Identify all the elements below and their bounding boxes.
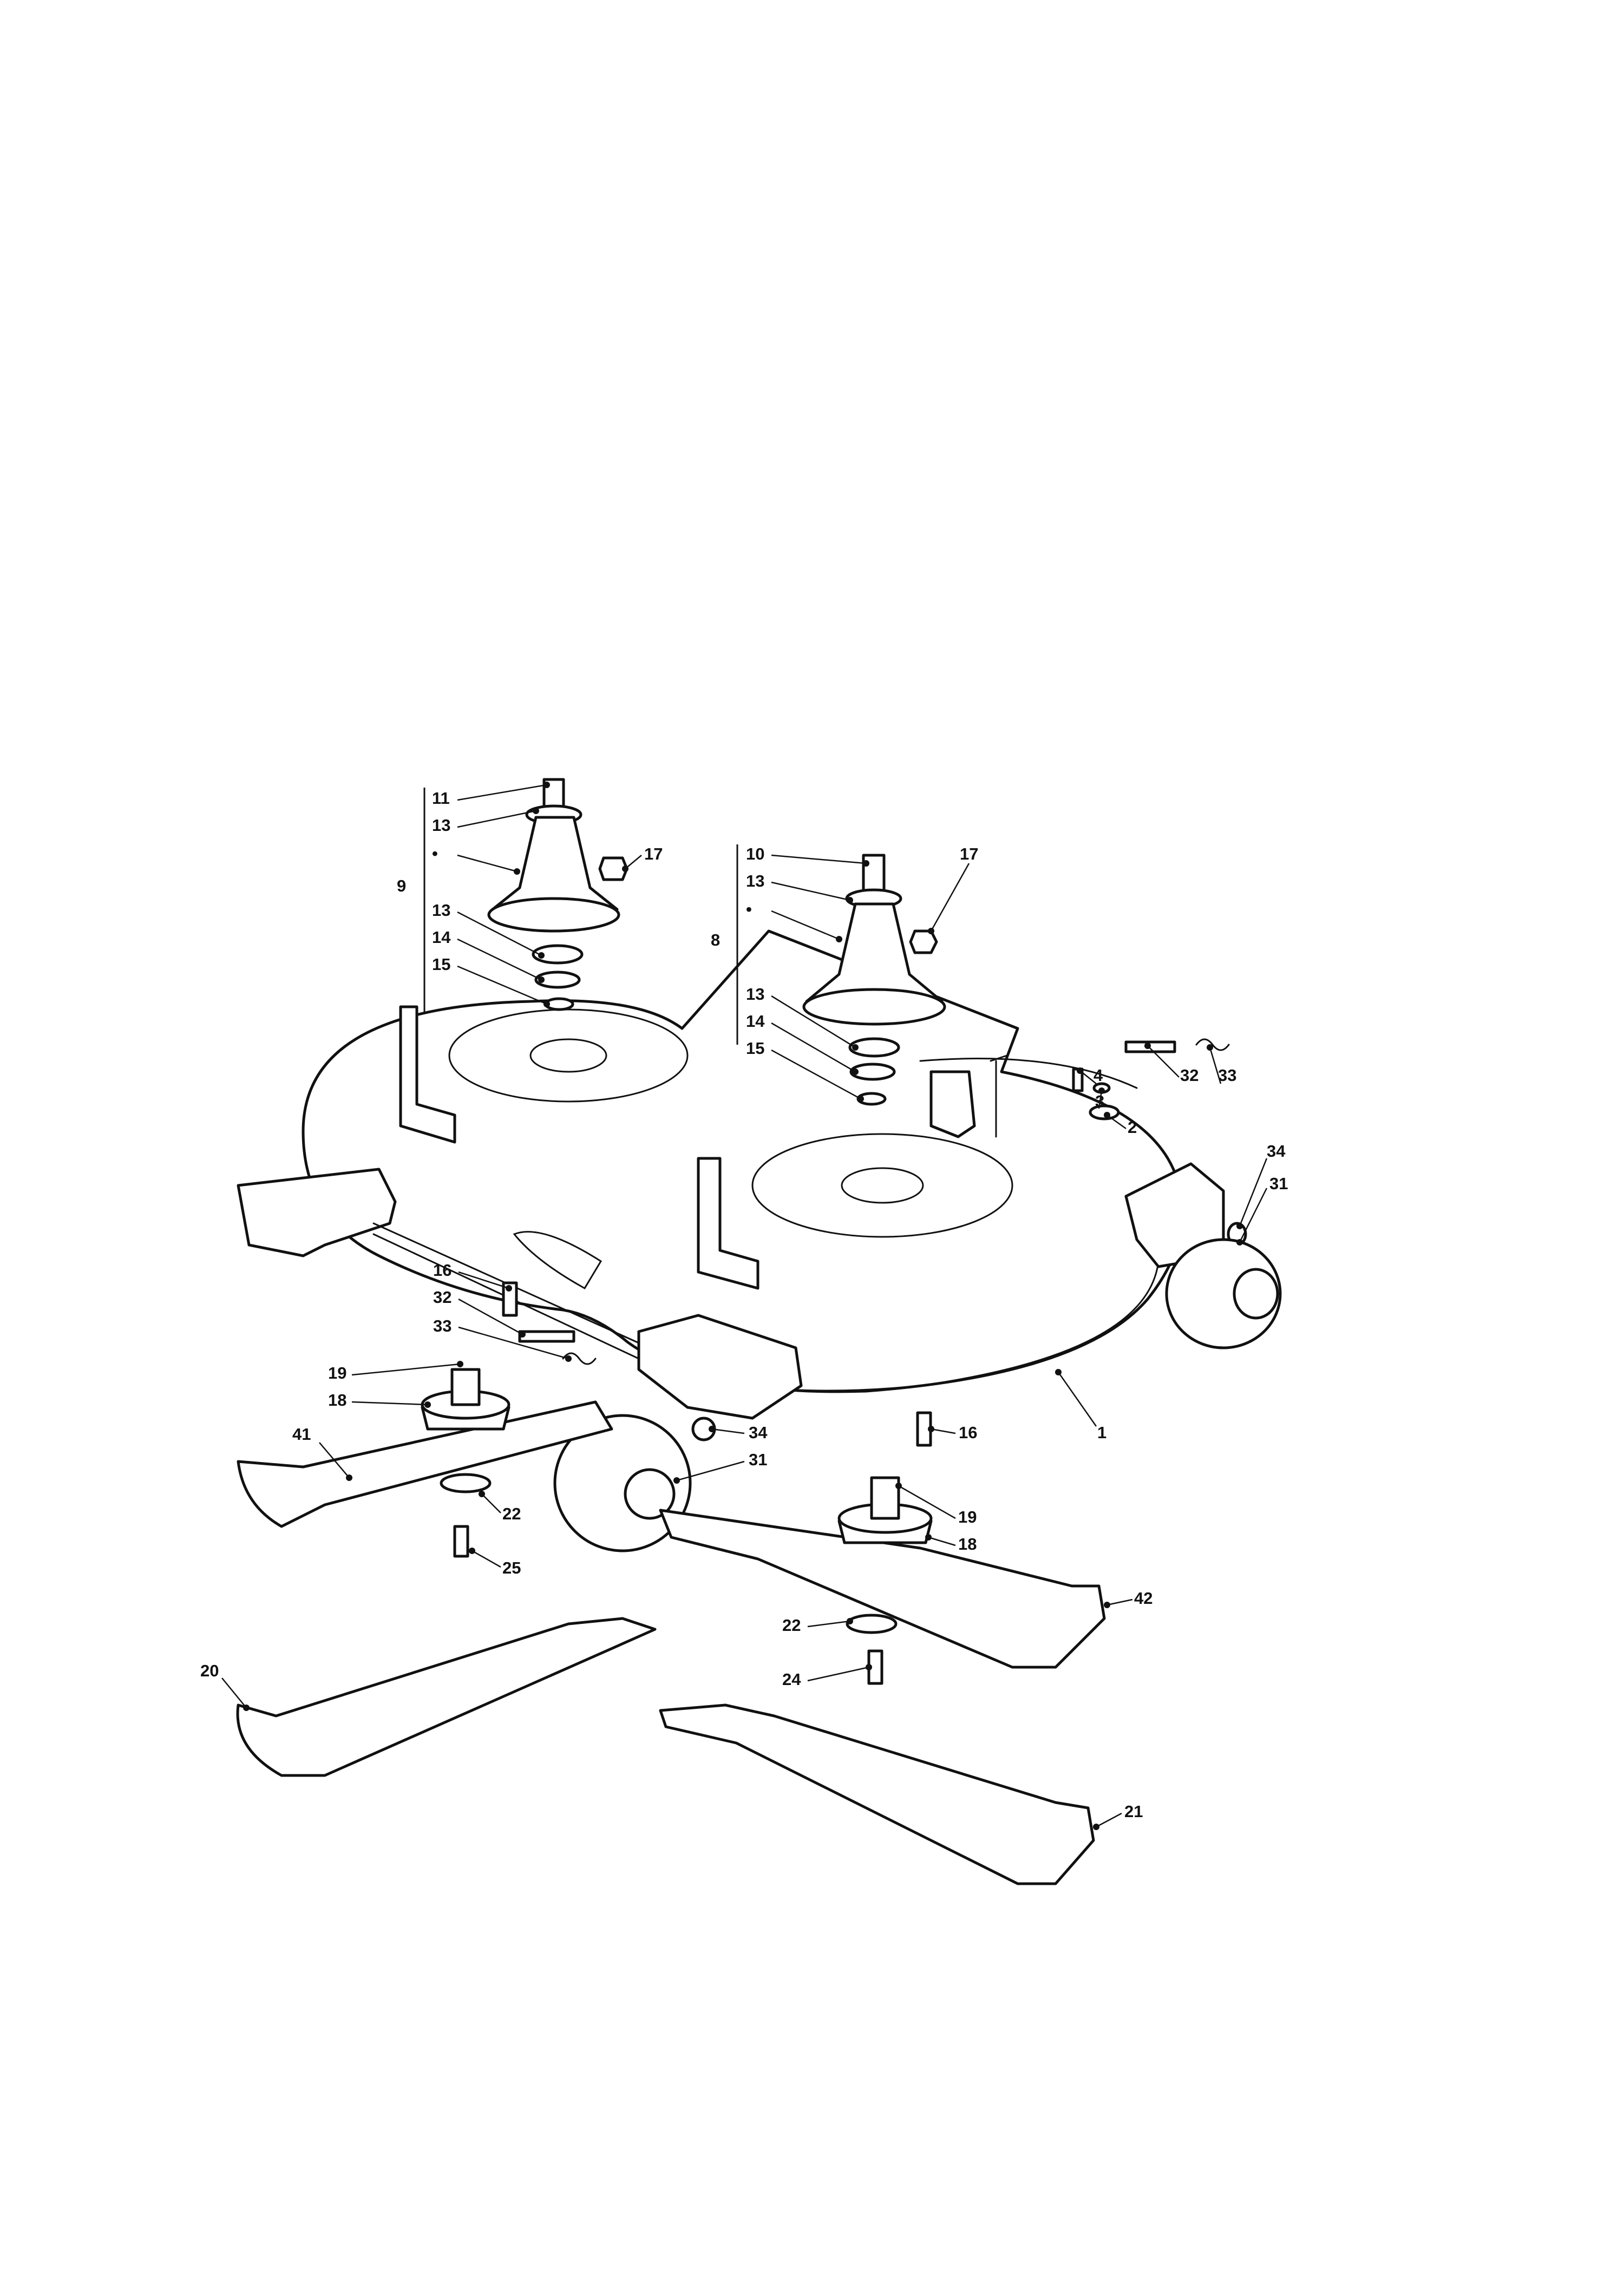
blade-21 — [659, 1703, 1095, 1885]
callout-4: 4 — [1077, 1066, 1103, 1085]
callout-13-lower-left: 13 — [432, 901, 545, 959]
svg-text:8: 8 — [711, 930, 720, 949]
right-spindle-assembly — [802, 854, 946, 1106]
left-spindle-assembly — [487, 778, 628, 1011]
callout-11: 11 — [432, 782, 550, 808]
right-side-hardware — [1072, 1038, 1282, 1349]
svg-text:10: 10 — [746, 844, 764, 863]
svg-text:13: 13 — [746, 985, 764, 1004]
svg-text:24: 24 — [782, 1670, 801, 1689]
svg-text:1: 1 — [1097, 1423, 1106, 1442]
callout-dot-right: • — [746, 900, 842, 942]
svg-text:31: 31 — [749, 1450, 767, 1469]
callout-2: 2 — [1104, 1112, 1137, 1137]
callout-16-left: 16 — [433, 1261, 512, 1292]
callout-41: 41 — [292, 1425, 352, 1481]
svg-text:25: 25 — [502, 1558, 521, 1577]
callout-18-left: 18 — [328, 1391, 431, 1410]
callout-14-left: 14 — [432, 928, 545, 983]
svg-text:42: 42 — [1134, 1589, 1152, 1608]
svg-text:21: 21 — [1124, 1802, 1143, 1821]
callout-8: 8 — [711, 930, 720, 949]
callout-15-right: 15 — [746, 1039, 864, 1102]
callout-18-right: 18 — [925, 1534, 977, 1554]
callout-10: 10 — [746, 844, 869, 867]
callout-13-upper-right: 13 — [746, 871, 853, 903]
callout-22-left: 22 — [479, 1491, 521, 1523]
svg-text:2: 2 — [1128, 1118, 1137, 1137]
svg-text:34: 34 — [1267, 1142, 1286, 1161]
callout-15-left: 15 — [432, 955, 550, 1007]
svg-text:18: 18 — [958, 1535, 977, 1554]
svg-text:19: 19 — [958, 1508, 977, 1526]
callout-34-left: 34 — [709, 1423, 768, 1442]
deck-brackets — [237, 1005, 1225, 1420]
svg-text:33: 33 — [433, 1316, 451, 1335]
callout-13-lower-right: 13 — [746, 985, 859, 1051]
svg-text:9: 9 — [397, 876, 406, 895]
callout-33-left: 33 — [433, 1316, 572, 1362]
svg-text:13: 13 — [432, 901, 450, 920]
blade-20 — [236, 1617, 657, 1777]
svg-text:13: 13 — [746, 871, 764, 890]
svg-text:19: 19 — [328, 1364, 346, 1382]
svg-text:17: 17 — [960, 844, 978, 863]
callout-9: 9 — [397, 876, 406, 895]
svg-text:32: 32 — [1180, 1066, 1199, 1085]
callout-34-right: 34 — [1236, 1142, 1286, 1229]
callout-17-left: 17 — [622, 844, 663, 872]
svg-text:17: 17 — [644, 844, 663, 863]
callout-13-upper-left: 13 — [432, 808, 539, 835]
callout-21: 21 — [1093, 1802, 1143, 1830]
callout-31-left: 31 — [673, 1450, 767, 1484]
svg-text:22: 22 — [502, 1504, 521, 1523]
svg-text:14: 14 — [746, 1012, 765, 1031]
svg-text:16: 16 — [433, 1261, 451, 1280]
svg-text:32: 32 — [433, 1288, 451, 1307]
callout-16-right: 16 — [928, 1423, 977, 1442]
callout-19-right: 19 — [895, 1483, 977, 1526]
callout-1: 1 — [1055, 1369, 1106, 1442]
svg-text:11: 11 — [432, 789, 450, 808]
callout-32-left: 32 — [433, 1288, 526, 1338]
svg-text:•: • — [746, 900, 752, 919]
mower-deck-housing — [302, 929, 1184, 1393]
svg-text:16: 16 — [959, 1423, 977, 1442]
svg-text:13: 13 — [432, 816, 450, 835]
svg-text:4: 4 — [1093, 1066, 1103, 1085]
svg-text:14: 14 — [432, 928, 451, 947]
callout-3: 3 — [1095, 1087, 1105, 1111]
svg-text:•: • — [432, 844, 438, 863]
callout-dot-left: • — [432, 844, 520, 875]
svg-text:18: 18 — [328, 1391, 346, 1410]
svg-text:15: 15 — [746, 1039, 764, 1058]
blade-42-assembly — [659, 1476, 1106, 1685]
callout-17-right: 17 — [928, 844, 978, 934]
svg-text:15: 15 — [432, 955, 450, 974]
callout-20: 20 — [200, 1661, 250, 1711]
svg-text:34: 34 — [749, 1423, 768, 1442]
callout-19-left: 19 — [328, 1361, 463, 1382]
callout-24: 24 — [782, 1664, 872, 1689]
callout-14-right: 14 — [746, 1012, 859, 1075]
callout-22-right: 22 — [782, 1616, 853, 1635]
callout-33-right: 33 — [1207, 1044, 1236, 1085]
callout-25: 25 — [469, 1548, 521, 1577]
svg-text:41: 41 — [292, 1425, 311, 1444]
blade-41-assembly — [237, 1368, 613, 1558]
callout-32-right: 32 — [1144, 1043, 1199, 1085]
svg-text:31: 31 — [1269, 1174, 1288, 1193]
callout-42: 42 — [1104, 1589, 1152, 1608]
left-wheel-and-hardware — [502, 1281, 932, 1552]
svg-text:22: 22 — [782, 1616, 801, 1635]
callout-31-right: 31 — [1236, 1174, 1288, 1246]
svg-text:20: 20 — [200, 1661, 219, 1680]
svg-text:33: 33 — [1218, 1066, 1236, 1085]
